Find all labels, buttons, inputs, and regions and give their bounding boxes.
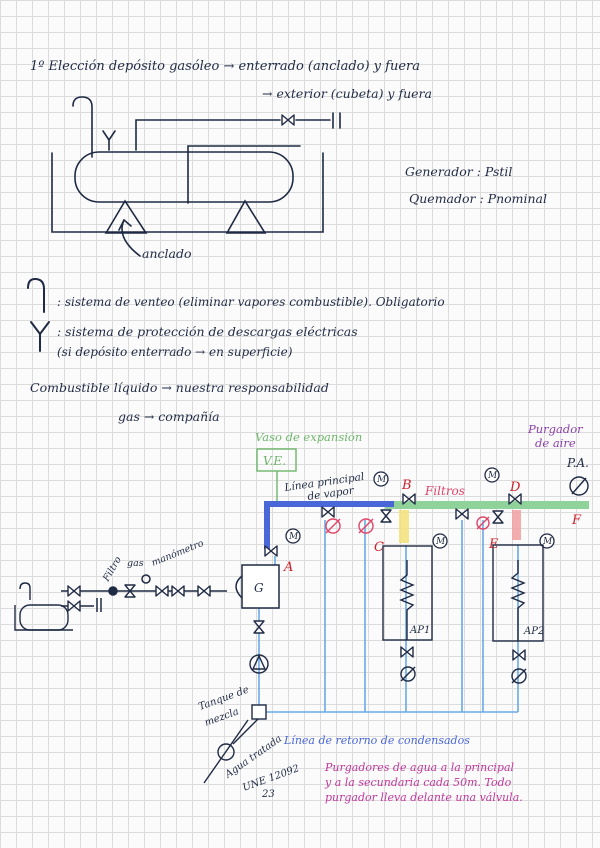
heat-exchanger-1-tag: AP1 — [409, 625, 430, 636]
highlight-b — [399, 510, 409, 543]
fuel-manometer-icon — [141, 574, 151, 584]
treated-water-label-3: 23 — [261, 789, 275, 800]
treated-water-meter-icon — [217, 743, 235, 761]
gas-note: gas → compañía — [118, 409, 220, 424]
air-purger: Purgador de aire P.A. — [527, 422, 589, 496]
fuel-note: Combustible líquido → nuestra responsabi… — [30, 380, 329, 395]
svg-text:M: M — [288, 532, 299, 542]
svg-text:Purgadores de agua a la princi: Purgadores de agua a la principal — [324, 761, 515, 774]
manometer-ap1: M — [432, 533, 448, 549]
fuel-line-valves — [67, 584, 211, 612]
tank-fill-pipe — [187, 145, 301, 204]
condensate-return-lines — [266, 520, 519, 713]
anchor-support-left — [104, 199, 148, 234]
point-d: D — [509, 480, 521, 495]
manometer-gauges: M M M M M — [285, 467, 555, 549]
svg-text:M: M — [542, 537, 553, 547]
manometer-top-left: M — [373, 471, 389, 487]
point-f: F — [571, 513, 582, 528]
svg-text:M: M — [487, 471, 498, 481]
expansion-vessel: Vaso de expansión V.E. — [255, 430, 362, 501]
protection-note-2: (si depósito enterrado → en superficie) — [57, 345, 293, 359]
steam-generator: G — [235, 564, 280, 609]
vent-note: : sistema de venteo (eliminar vapores co… — [57, 295, 445, 309]
lightning-rod-icon — [102, 130, 116, 151]
tank-feed-pipe — [135, 119, 281, 151]
point-b: B — [401, 478, 412, 493]
anchor-support-right — [225, 199, 267, 234]
main-steam-line — [264, 501, 394, 549]
anchored-label: anclado — [142, 246, 192, 261]
generator-note: Generador : Pstil — [405, 164, 513, 179]
protection-note-1: : sistema de protección de descargas elé… — [57, 324, 358, 339]
highlight-d — [512, 510, 521, 540]
heading-line-1: 1º Elección depósito gasóleo → enterrado… — [30, 59, 420, 74]
fuel-tank-sketch — [51, 96, 341, 257]
svg-text:purgador lleva delante una vál: purgador lleva delante una válvula. — [325, 791, 523, 804]
heat-exchanger-2-tag: AP2 — [523, 626, 544, 637]
fuel-filter-label: Filtro — [101, 555, 125, 585]
purger-note: Purgadores de agua a la principal y a la… — [324, 761, 523, 804]
vent-symbol-icon — [27, 277, 45, 313]
burner-note: Quemador : Pnominal — [409, 191, 548, 206]
manometer-label: manómetro — [150, 538, 206, 569]
filters-label: Filtros — [424, 484, 465, 498]
filter-line — [385, 501, 589, 509]
air-purger-tag: P.A. — [566, 456, 589, 470]
expansion-vessel-tag: V.E. — [263, 454, 286, 468]
svg-text:M: M — [435, 537, 446, 547]
tank-pit-outline — [51, 152, 324, 233]
tank-outlet-valve — [281, 114, 295, 126]
vent-pipe-icon — [72, 96, 93, 158]
point-c: C — [374, 540, 384, 555]
manometer-top-right: M — [484, 467, 500, 483]
treated-water: Agua tratada UNE 12092 23 — [203, 718, 301, 800]
gas-label: gas — [127, 558, 144, 569]
point-a: A — [283, 560, 293, 575]
heat-exchanger-1: AP1 — [382, 545, 433, 641]
heat-exchanger-2: AP2 — [492, 544, 544, 642]
svg-text:M: M — [376, 475, 387, 485]
point-e: E — [488, 537, 499, 552]
tank-body — [74, 151, 294, 203]
svg-text:y a la secundaria cada 50m. To: y a la secundaria cada 50m. Todo — [324, 776, 512, 789]
point-labels: A B C D E F — [283, 478, 582, 575]
air-purger-label-1: Purgador — [527, 422, 584, 436]
condensate-return-label: Línea de retorno de condensados — [283, 734, 470, 747]
pipe-end-cap — [332, 112, 341, 129]
air-purger-label-2: de aire — [535, 436, 576, 450]
manometer-generator: M — [285, 528, 301, 544]
circulation-pump-icon — [249, 654, 269, 674]
heading-line-2: → exterior (cubeta) y fuera — [262, 86, 432, 101]
fuel-filter-icon — [108, 586, 118, 596]
manometer-ap2: M — [539, 533, 555, 549]
fuel-supply-line — [61, 574, 227, 612]
air-purger-symbol-icon — [569, 476, 589, 496]
mixing-tank-label-1: Tanque de — [197, 684, 250, 712]
fuel-tank-mini — [14, 582, 73, 631]
protection-symbol-icon — [30, 321, 50, 352]
expansion-vessel-label: Vaso de expansión — [255, 430, 362, 444]
distribution-valves — [253, 493, 526, 661]
generator-tag: G — [254, 581, 264, 595]
steam-traps — [325, 516, 527, 684]
